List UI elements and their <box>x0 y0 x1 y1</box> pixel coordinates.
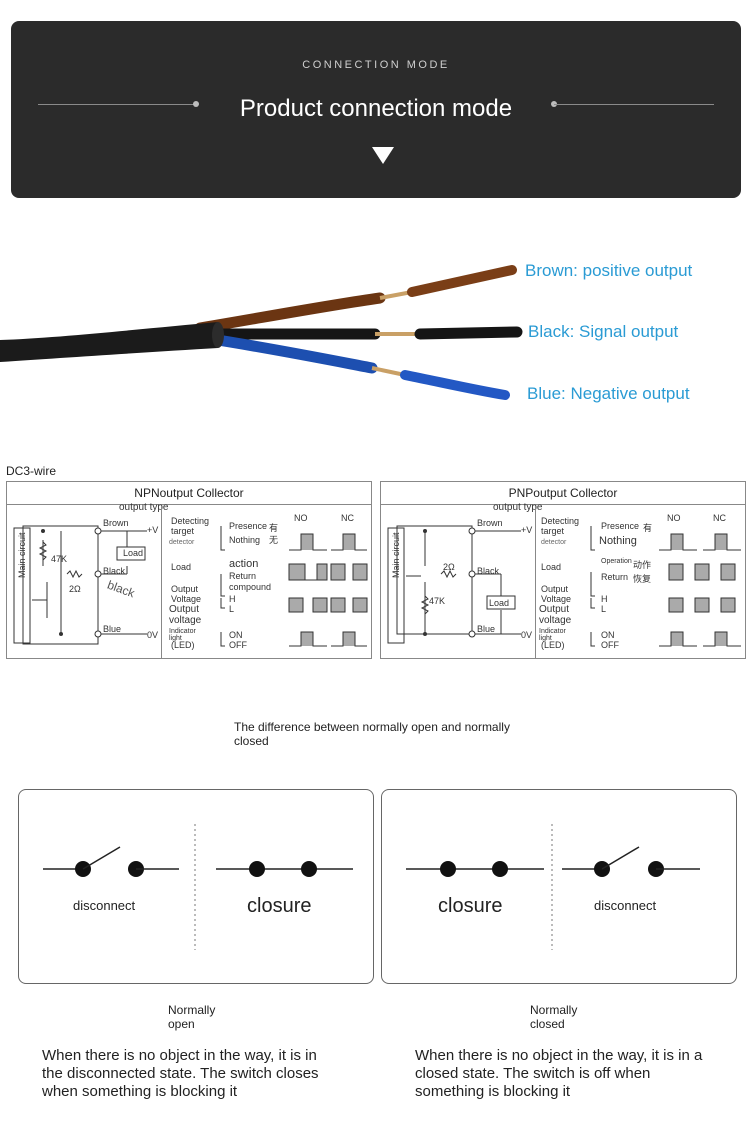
pnp-blue-label: Blue <box>477 624 496 634</box>
npn-h: H <box>229 594 236 604</box>
banner-left-line <box>38 104 198 105</box>
pnp-return-cn: 恢复 <box>633 574 652 584</box>
npn-nothing-cn: 无 <box>269 535 279 545</box>
pnp-presence: Presence <box>601 521 640 531</box>
pnp-nc: NC <box>713 513 726 523</box>
normally-closed-label: Normally closed <box>530 1003 578 1031</box>
npn-l: L <box>229 604 235 614</box>
npn-nothing: Nothing <box>229 535 261 545</box>
npn-circuit-panel: NPNoutput Collector output type Main cir… <box>6 481 372 659</box>
pnp-off: OFF <box>601 640 619 650</box>
pnp-circuit-panel: PNPoutput Collector output type Main cir… <box>380 481 746 659</box>
pnp-output-voltage-2: Output voltage <box>539 604 572 626</box>
down-arrow-icon <box>372 147 394 164</box>
npn-output-voltage: Output Voltage <box>171 584 202 604</box>
pnp-zero-v-label: 0V <box>521 630 533 640</box>
npn-action: action <box>229 558 259 570</box>
difference-caption: The difference between normally open and… <box>234 720 510 748</box>
npn-47k-label: 47K <box>51 554 68 564</box>
npn-2ohm-label: 2Ω <box>69 584 81 594</box>
normally-open-switch-diagram <box>43 824 353 950</box>
pnp-l: L <box>601 604 607 614</box>
npn-detecting-target: Detecting target <box>171 516 210 536</box>
npn-off: OFF <box>229 640 247 650</box>
cable-illustration <box>0 265 523 400</box>
banner-subtitle: CONNECTION MODE <box>302 59 450 71</box>
npn-plus-v-label: +V <box>147 525 159 535</box>
normally-open-note: When there is no object in the way, it i… <box>42 1047 319 1100</box>
page-title: Product connection mode <box>239 95 513 122</box>
npn-indicator: Indicator light <box>169 628 196 642</box>
pnp-presence-cn: 有 <box>643 523 653 533</box>
npn-presence: Presence <box>229 521 268 531</box>
npn-detector: detector <box>169 539 195 546</box>
normally-open-label: Normally open <box>168 1003 216 1031</box>
pnp-load-row: Load <box>541 562 562 572</box>
pnp-indicator: Indicator light <box>539 628 566 642</box>
black-wire-label: Black: Signal output <box>528 322 679 341</box>
pnp-brown-label: Brown <box>477 518 503 528</box>
pnp-timing-waveforms <box>590 526 741 647</box>
normally-closed-box: closure disconnect <box>381 789 737 984</box>
npn-load-label: Load <box>123 548 144 558</box>
right-disconnect-label: disconnect <box>594 898 657 913</box>
npn-subtitle: output type <box>119 502 169 513</box>
banner-right-line <box>554 104 714 105</box>
npn-no: NO <box>294 513 308 523</box>
npn-led: (LED) <box>171 640 195 650</box>
npn-main-circuit-label: Main circuit <box>17 532 27 578</box>
npn-return-compound: Return compound <box>229 571 272 592</box>
pnp-divider <box>535 506 536 658</box>
pnp-h: H <box>601 594 608 604</box>
pnp-main-circuit-label: Main circuit <box>391 532 401 578</box>
pnp-2ohm-label: 2Ω <box>443 562 455 572</box>
npn-output-voltage-2: Output voltage <box>169 604 202 626</box>
normally-closed-switch-diagram <box>406 824 700 950</box>
npn-on: ON <box>229 630 243 640</box>
pnp-schematic <box>387 525 521 644</box>
npn-panel-title: NPNoutput Collector <box>7 482 371 505</box>
pnp-plus-v-label: +V <box>521 525 533 535</box>
pnp-return: Return <box>601 572 629 582</box>
pnp-output-voltage: Output Voltage <box>541 584 572 604</box>
npn-black-label: Black <box>103 566 126 576</box>
left-disconnect-label: disconnect <box>73 898 136 913</box>
header-banner: CONNECTION MODE Product connection mode <box>11 21 741 198</box>
normally-open-box: disconnect closure <box>18 789 374 984</box>
pnp-on: ON <box>601 630 615 640</box>
npn-timing-waveforms <box>220 526 368 647</box>
blue-wire-label: Blue: Negative output <box>527 384 690 403</box>
npn-nc: NC <box>341 513 354 523</box>
pnp-detecting-target: Detecting target <box>541 516 580 536</box>
npn-load-row: Load <box>171 562 192 572</box>
npn-blue-label: Blue <box>103 624 122 634</box>
left-closure-label: closure <box>247 895 312 917</box>
pnp-nothing: Nothing <box>599 535 637 547</box>
npn-title: NPNoutput Collector <box>134 486 244 500</box>
pnp-operation: Operation <box>601 558 632 565</box>
pnp-operation-cn: 动作 <box>633 560 652 570</box>
npn-presence-cn: 有 <box>269 523 279 533</box>
npn-brown-label: Brown <box>103 518 129 528</box>
pnp-title: PNPoutput Collector <box>508 486 618 500</box>
pnp-no: NO <box>667 513 681 523</box>
npn-schematic <box>13 525 147 645</box>
pnp-subtitle: output type <box>493 502 543 513</box>
right-closure-label: closure <box>438 895 503 917</box>
normally-closed-note: When there is no object in the way, it i… <box>415 1047 703 1100</box>
pnp-black-label: Black <box>477 566 500 576</box>
pnp-47k-label: 47K <box>429 596 446 606</box>
npn-divider <box>161 506 162 658</box>
brown-wire-label: Brown: positive output <box>525 261 693 280</box>
pnp-led: (LED) <box>541 640 565 650</box>
pnp-detector: detector <box>541 539 567 546</box>
npn-zero-v-label: 0V <box>147 630 159 640</box>
dc3-wire-label: DC3-wire <box>6 464 57 478</box>
banner-left-dot <box>193 101 199 107</box>
pnp-panel-title: PNPoutput Collector <box>381 482 745 505</box>
pnp-load-label: Load <box>489 598 510 608</box>
